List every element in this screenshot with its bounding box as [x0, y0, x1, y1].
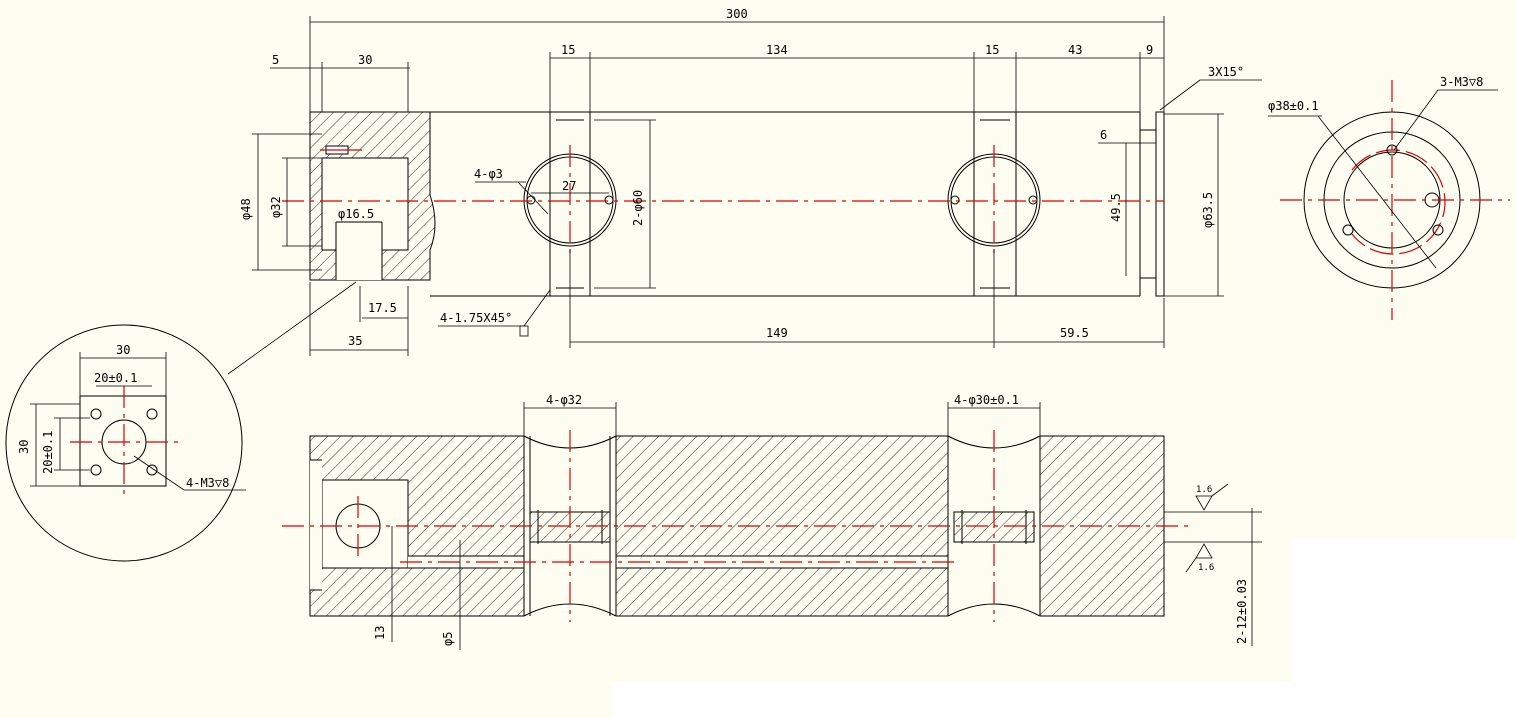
dim-total-length: 300 — [726, 7, 748, 21]
dim-27: 27 — [562, 179, 576, 193]
dim-detail-30-v: 30 — [17, 440, 31, 454]
dim-15-a: 15 — [561, 43, 575, 57]
dim-detail-20: 20±0.1 — [94, 371, 137, 385]
dim-5: 5 — [272, 53, 279, 67]
dim-43: 43 — [1068, 43, 1082, 57]
side-view: φ38±0.1 3-M3▽8 — [1268, 75, 1510, 320]
dim-9: 9 — [1146, 43, 1153, 57]
dim-2-12: 2-12±0.03 — [1235, 579, 1249, 644]
section-view — [282, 430, 1190, 622]
front-view-dimensions: 300 5 30 15 134 15 43 9 3X15° 6 49.5 — [227, 7, 1262, 375]
section-view-dimensions: 4-φ32 4-φ30±0.1 13 φ5 1.6 1.6 2-12±0.03 — [373, 393, 1262, 650]
dim-phi48: φ48 — [239, 198, 253, 220]
dim-149: 149 — [766, 326, 788, 340]
dim-2-phi60: 2-φ60 — [631, 190, 645, 226]
blank-area-right — [1292, 540, 1516, 718]
dim-4-phi32: 4-φ32 — [546, 393, 582, 407]
dim-3-m3: 3-M3▽8 — [1440, 75, 1483, 89]
dim-chamfer: 3X15° — [1208, 65, 1244, 79]
dim-detail-30: 30 — [116, 343, 130, 357]
dim-49-5: 49.5 — [1109, 193, 1123, 222]
dim-phi63-5: φ63.5 — [1201, 192, 1215, 228]
dim-6: 6 — [1100, 128, 1107, 142]
dim-35: 35 — [348, 334, 362, 348]
dim-phi16-5: φ16.5 — [338, 207, 374, 221]
front-view — [282, 111, 1165, 297]
dim-59-5: 59.5 — [1060, 326, 1089, 340]
detail-view: 30 20±0.1 30 20±0.1 4-M3▽8 — [5, 324, 246, 562]
dim-4-phi30: 4-φ30±0.1 — [954, 393, 1019, 407]
dim-phi38: φ38±0.1 — [1268, 99, 1319, 113]
dim-4-phi3: 4-φ3 — [474, 167, 503, 181]
dim-15-b: 15 — [985, 43, 999, 57]
dim-4-m3: 4-M3▽8 — [186, 476, 229, 490]
roughness-top: 1.6 — [1196, 485, 1212, 495]
dim-17-5: 17.5 — [368, 301, 397, 315]
dim-13: 13 — [373, 626, 387, 640]
dim-4-chamfer: 4-1.75X45° — [440, 311, 512, 325]
dim-134: 134 — [766, 43, 788, 57]
dim-phi32: φ32 — [269, 196, 283, 218]
roughness-bottom: 1.6 — [1198, 563, 1214, 573]
dim-phi5: φ5 — [441, 632, 455, 646]
dim-detail-20-v: 20±0.1 — [41, 431, 55, 474]
dim-30-top: 30 — [358, 53, 372, 67]
